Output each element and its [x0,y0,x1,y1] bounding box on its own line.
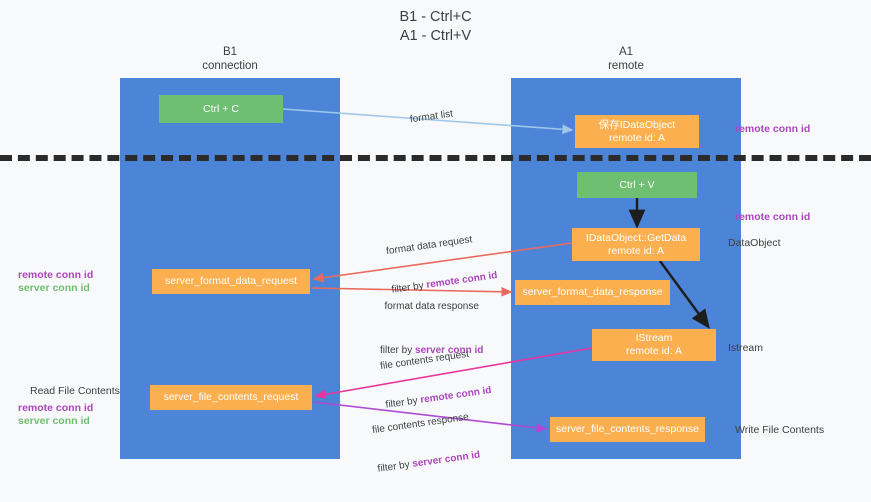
label-remote-conn-id-left-2: remote conn id [18,402,94,414]
edge-label-format-list: format list [396,95,455,141]
node-idataobject-getdata-label: IDataObject::GetData [585,231,687,244]
column-header-b1-name: B1 [222,46,238,58]
node-server-format-data-response[interactable]: server_format_data_response [515,280,670,305]
node-ctrl-c[interactable]: Ctrl + C [159,95,283,123]
label-read-file-contents: Read File Contents [30,385,120,397]
edge-label-file-contents-request-main: file contents request [379,348,470,373]
label-write-file-contents: Write File Contents [735,424,825,436]
label-remote-conn-id-top: remote conn id [735,123,811,135]
node-server-format-data-response-label: server_format_data_response [522,286,663,298]
label-server-conn-id-left-1: server conn id [18,282,90,294]
node-istream[interactable]: IStream remote id: A [592,329,716,361]
node-idataobject-getdata-sub: remote id: A [607,244,665,257]
label-left-conn-ids-1: remote conn id server conn id [18,269,93,295]
edge-label-format-data-response: format data response filter by server co… [380,274,483,383]
column-header-a1-role: remote [608,59,644,72]
edge-label-file-contents-response-main: file contents response [371,411,470,437]
node-server-format-data-request-label: server_format_data_request [165,275,297,287]
label-left-conn-ids-2: remote conn id server conn id [18,402,93,428]
node-idataobject-getdata[interactable]: IDataObject::GetData remote id: A [572,228,700,261]
label-remote-conn-id-mid: remote conn id [735,211,811,223]
node-save-idataobject-sub: remote id: A [608,131,666,144]
node-save-idataobject[interactable]: 保存IDataObject remote id: A [575,115,699,148]
column-header-b1-role: connection [202,59,258,72]
filter-prefix: filter by [380,345,416,356]
diagram-title-line2: A1 - Ctrl+V [399,28,472,44]
node-server-format-data-request[interactable]: server_format_data_request [152,269,310,294]
node-ctrl-v[interactable]: Ctrl + V [577,172,697,198]
edge-label-file-contents-response-filter: filter by server conn id [377,448,481,475]
diagram-title-line1: B1 - Ctrl+C [399,9,472,25]
phase-divider [0,155,871,161]
column-header-a1-name: A1 [618,46,634,58]
edge-label-format-list-text: format list [409,108,454,126]
label-istream: Istream [728,342,764,354]
node-ctrl-v-label: Ctrl + V [619,178,655,191]
filter-key: server conn id [415,345,484,356]
label-remote-conn-id-left-1: remote conn id [18,269,94,281]
node-istream-label: IStream [635,332,673,344]
edge-label-format-data-response-filter: filter by server conn id [380,344,483,357]
edge-label-format-data-request-main: format data request [385,234,473,258]
node-save-idataobject-label: 保存IDataObject [598,118,676,131]
node-server-file-contents-request-label: server_file_contents_request [163,391,299,403]
edge-label-format-data-response-main: format data response [384,301,479,312]
label-server-conn-id-left-2: server conn id [18,415,90,427]
label-dataobject: DataObject [728,237,781,249]
node-server-file-contents-response[interactable]: server_file_contents_response [550,417,705,442]
edge-label-file-contents-response: file contents response filter by server … [368,384,485,501]
node-server-file-contents-response-label: server_file_contents_response [555,423,699,435]
node-server-file-contents-request[interactable]: server_file_contents_request [150,385,312,410]
diagram-title: B1 - Ctrl+C A1 - Ctrl+V [0,8,871,46]
node-ctrl-c-label: Ctrl + C [203,102,239,115]
node-istream-sub: remote id: A [625,345,683,357]
